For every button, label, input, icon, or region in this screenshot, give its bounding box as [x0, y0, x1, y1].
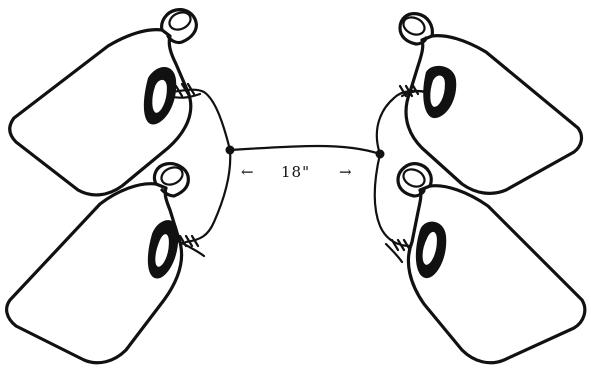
span-dimension: ← 18" → — [241, 163, 353, 181]
left-knot — [226, 146, 235, 155]
jug-top-right — [400, 14, 581, 194]
jug-top-left — [10, 9, 197, 195]
span-arrow-right: → — [339, 163, 353, 181]
right-knot — [376, 150, 385, 159]
span-arrow-left: ← — [241, 163, 255, 181]
span-label: 18" — [281, 163, 310, 181]
